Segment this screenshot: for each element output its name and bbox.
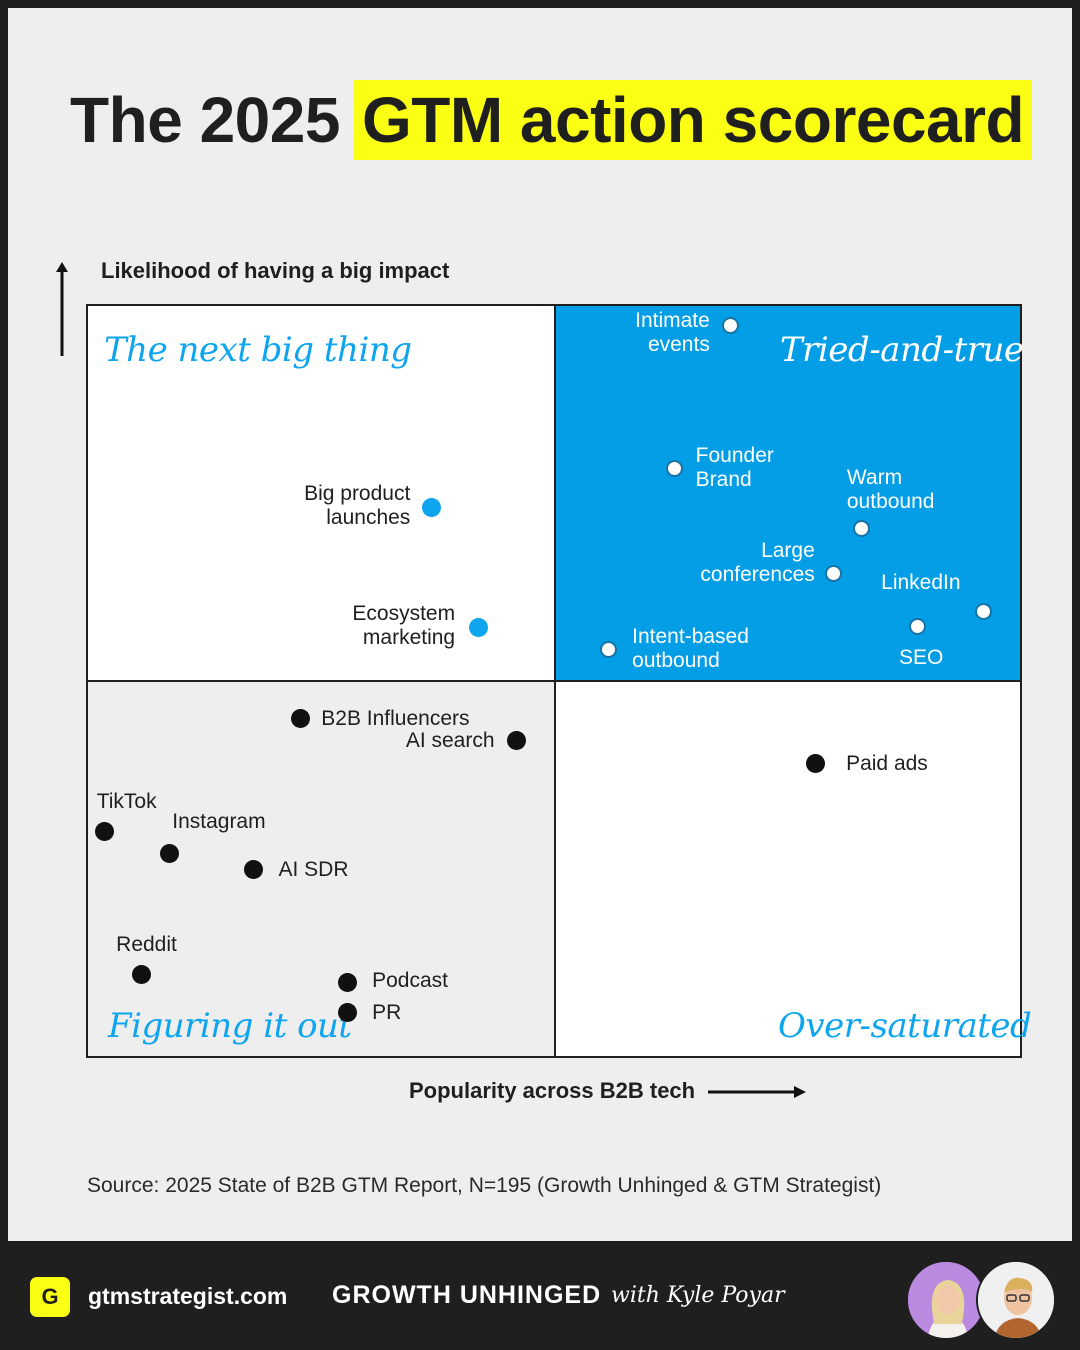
point-label: B2B Influencers bbox=[321, 706, 470, 730]
point-label: Intent-based outbound bbox=[632, 624, 749, 672]
source-note: Source: 2025 State of B2B GTM Report, N=… bbox=[87, 1174, 882, 1197]
person-avatar-icon bbox=[908, 1262, 984, 1338]
y-axis-arrow-icon bbox=[56, 262, 68, 356]
avatar bbox=[976, 1260, 1056, 1340]
point-label: Podcast bbox=[372, 968, 448, 992]
point-label: AI search bbox=[405, 729, 495, 753]
quadrant-label-figuring-it-out: Figuring it out bbox=[108, 1006, 352, 1046]
scatter-point bbox=[974, 603, 992, 621]
quadrant-label-tried-and-true: Tried-and-true bbox=[780, 330, 1024, 370]
scatter-point bbox=[665, 459, 683, 477]
scatter-point bbox=[806, 753, 826, 773]
scatter-point bbox=[852, 520, 870, 538]
x-axis-label: Popularity across B2B tech bbox=[409, 1078, 696, 1103]
quadrant-top-right bbox=[554, 304, 1022, 682]
scatter-point bbox=[909, 618, 927, 636]
scatter-point bbox=[422, 497, 442, 517]
point-label: Ecosystem marketing bbox=[352, 602, 456, 650]
quadrant-label-next-big-thing: The next big thing bbox=[104, 330, 412, 370]
quadrant-chart: The next big thing Tried-and-true Figuri… bbox=[86, 304, 1032, 1058]
title-highlight: GTM action scorecard bbox=[353, 80, 1033, 160]
site-link[interactable]: gtmstrategist.com bbox=[88, 1283, 288, 1309]
point-label: TikTok bbox=[96, 789, 157, 813]
scatter-point bbox=[132, 965, 152, 985]
scatter-point bbox=[721, 316, 739, 334]
point-label: Intimate events bbox=[635, 308, 710, 356]
point-label: Paid ads bbox=[846, 751, 928, 775]
quadrant-bottom-left bbox=[86, 680, 556, 1058]
brand-byline: with Kyle Poyar bbox=[611, 1283, 785, 1308]
scatter-point bbox=[94, 821, 114, 841]
point-label: Warm outbound bbox=[846, 466, 935, 514]
point-label: SEO bbox=[899, 646, 944, 670]
scatter-point bbox=[824, 565, 842, 583]
gtm-logo-icon: G bbox=[30, 1277, 70, 1317]
scatter-point bbox=[244, 859, 264, 879]
point-label: LinkedIn bbox=[881, 571, 961, 595]
y-axis-label: Likelihood of having a big impact bbox=[101, 258, 450, 283]
point-label: Big product launches bbox=[304, 481, 411, 529]
footer-bar: G gtmstrategist.com GROWTH UNHINGED with… bbox=[0, 1241, 1080, 1350]
person-avatar-icon bbox=[978, 1262, 1054, 1338]
scatter-point bbox=[338, 972, 358, 992]
point-label: Founder Brand bbox=[695, 443, 774, 491]
avatar bbox=[906, 1260, 986, 1340]
point-label: PR bbox=[372, 1000, 402, 1024]
point-label: Large conferences bbox=[700, 539, 815, 587]
scatter-point bbox=[506, 731, 526, 751]
x-axis-arrow-icon bbox=[708, 1086, 806, 1098]
point-label: AI SDR bbox=[278, 857, 349, 881]
page-title: The 2025 GTM action scorecard bbox=[70, 80, 1033, 160]
scatter-point bbox=[338, 1002, 358, 1022]
scatter-point bbox=[600, 640, 618, 658]
quadrant-bottom-right bbox=[554, 680, 1022, 1058]
scatter-point bbox=[291, 708, 311, 728]
point-label: Instagram bbox=[172, 810, 266, 834]
title-plain: The 2025 bbox=[70, 84, 340, 156]
point-label: Reddit bbox=[116, 933, 177, 957]
scatter-point bbox=[160, 844, 180, 864]
scatter-point bbox=[469, 618, 489, 638]
quadrant-label-over-saturated: Over-saturated bbox=[778, 1006, 1032, 1046]
brand-name: GROWTH UNHINGED bbox=[332, 1281, 602, 1309]
